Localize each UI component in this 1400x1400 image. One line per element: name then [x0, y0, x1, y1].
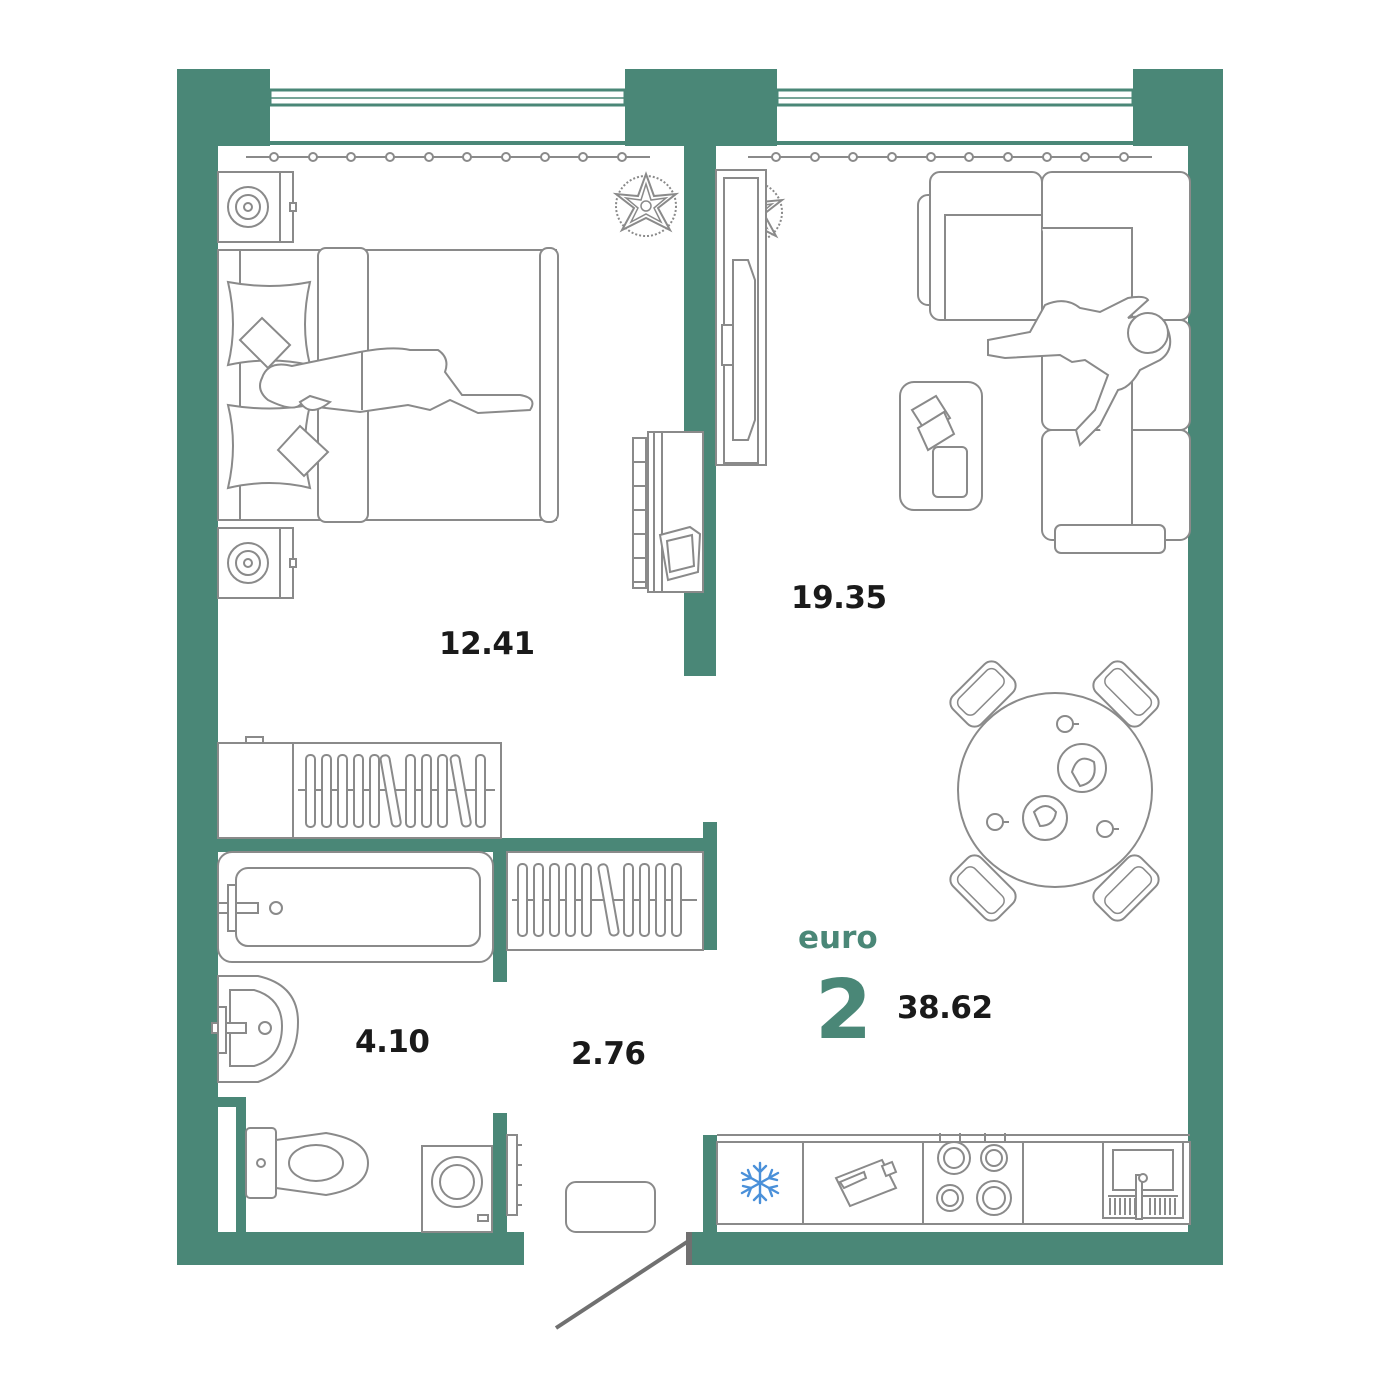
wardrobe-hallway — [506, 851, 704, 951]
hallway-area-label: 2.76 — [571, 1036, 646, 1072]
snowflake-icon — [740, 1161, 780, 1205]
person-on-sofa — [987, 295, 1172, 447]
tv-stand — [715, 169, 767, 466]
bathroom-fixtures — [211, 851, 656, 1233]
coffee-table — [899, 381, 983, 511]
curtain-rails — [246, 152, 1152, 162]
plant-icon — [615, 173, 677, 237]
bedroom-area-label: 12.41 — [439, 626, 535, 662]
bedroom-furniture — [217, 171, 559, 599]
wardrobe-bedroom — [217, 736, 502, 839]
walls — [177, 69, 1223, 1265]
windows — [268, 88, 1135, 145]
room-count-label: 2 — [815, 963, 873, 1058]
apartment-class-label: euro — [798, 920, 878, 956]
dining-set — [945, 656, 1164, 926]
total-area-label: 38.62 — [897, 990, 993, 1026]
bathroom-area-label: 4.10 — [355, 1024, 430, 1060]
kitchen-counter — [716, 1133, 1191, 1225]
entrance-door[interactable] — [554, 1232, 692, 1330]
living-room-area-label: 19.35 — [791, 580, 887, 616]
desk — [632, 431, 704, 593]
